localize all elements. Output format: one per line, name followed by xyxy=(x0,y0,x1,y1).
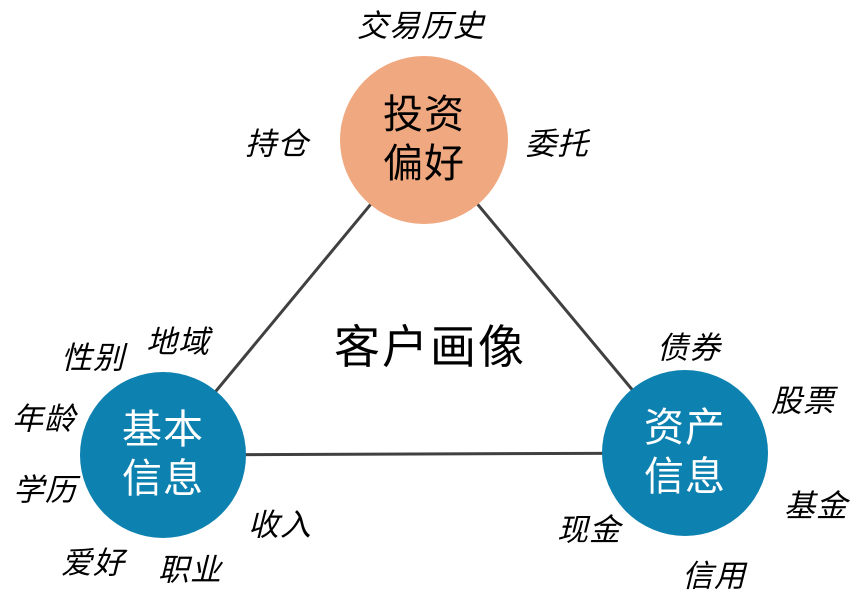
label-transaction-history: 交易历史 xyxy=(357,8,485,44)
label-funds: 基金 xyxy=(784,488,848,524)
label-positions: 持仓 xyxy=(245,126,309,162)
connector-line-bottom xyxy=(162,451,686,457)
diagram-title: 客户画像 xyxy=(334,321,526,373)
label-age: 年龄 xyxy=(12,401,76,437)
label-occupation: 职业 xyxy=(158,552,222,588)
node-basic-info-label: 基本 信息 xyxy=(122,408,204,501)
node-asset-info: 资产 信息 xyxy=(602,370,768,536)
label-cash: 现金 xyxy=(557,512,621,548)
label-orders: 委托 xyxy=(525,126,589,162)
node-asset-info-label: 资产 信息 xyxy=(644,406,726,499)
label-education: 学历 xyxy=(13,472,77,508)
label-income: 收入 xyxy=(248,507,312,543)
node-basic-info: 基本 信息 xyxy=(80,372,246,538)
node-investment-preference-label: 投资 偏好 xyxy=(383,93,465,186)
label-stocks: 股票 xyxy=(771,383,835,419)
label-gender: 性别 xyxy=(61,340,125,376)
label-credit: 信用 xyxy=(682,558,746,594)
label-bonds: 债券 xyxy=(657,330,721,366)
label-hobby: 爱好 xyxy=(61,545,125,581)
node-investment-preference: 投资 偏好 xyxy=(340,56,508,224)
label-region: 地域 xyxy=(146,324,210,360)
